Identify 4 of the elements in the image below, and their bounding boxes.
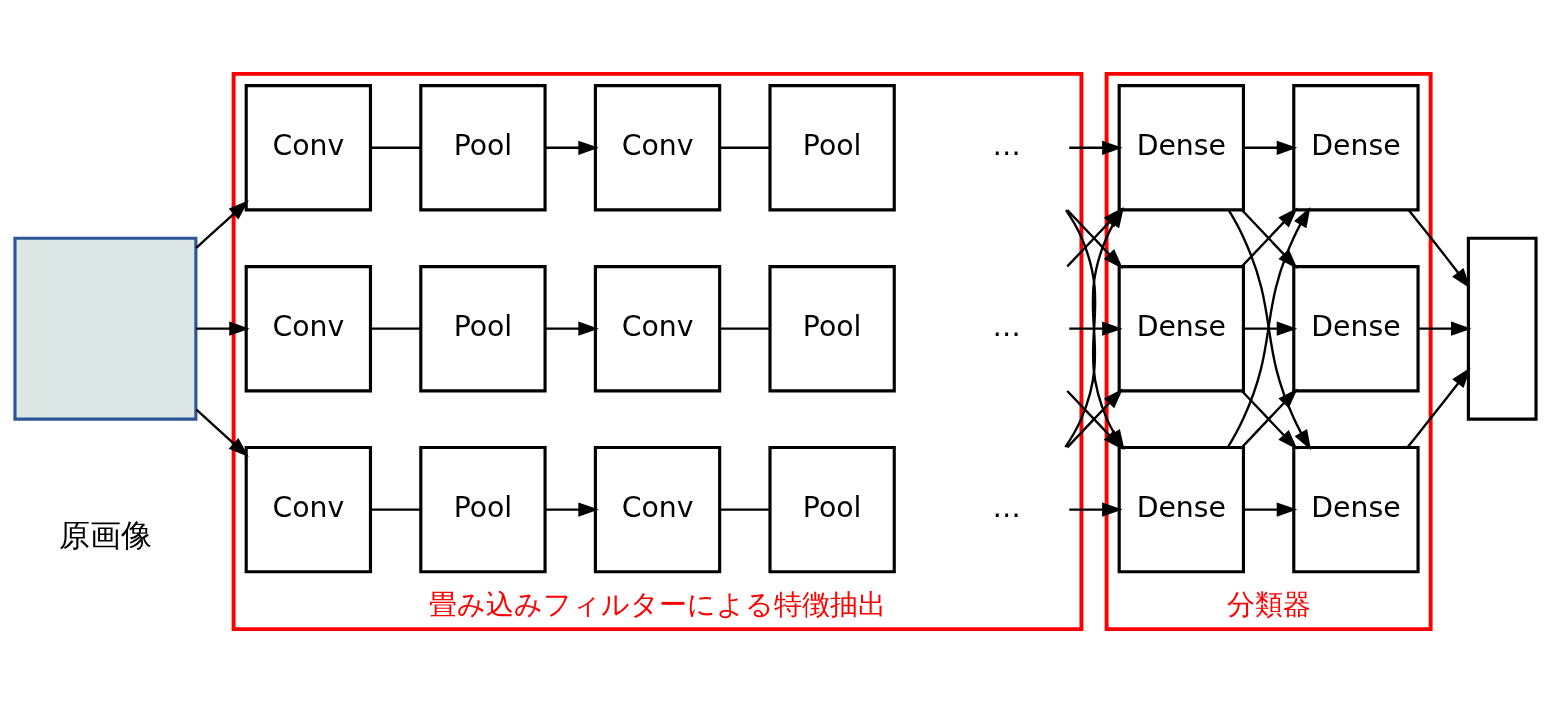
node-label: 原画像 — [58, 516, 152, 553]
node-text: … — [992, 128, 1021, 162]
node-text: … — [992, 309, 1021, 343]
node-text: … — [992, 490, 1021, 524]
